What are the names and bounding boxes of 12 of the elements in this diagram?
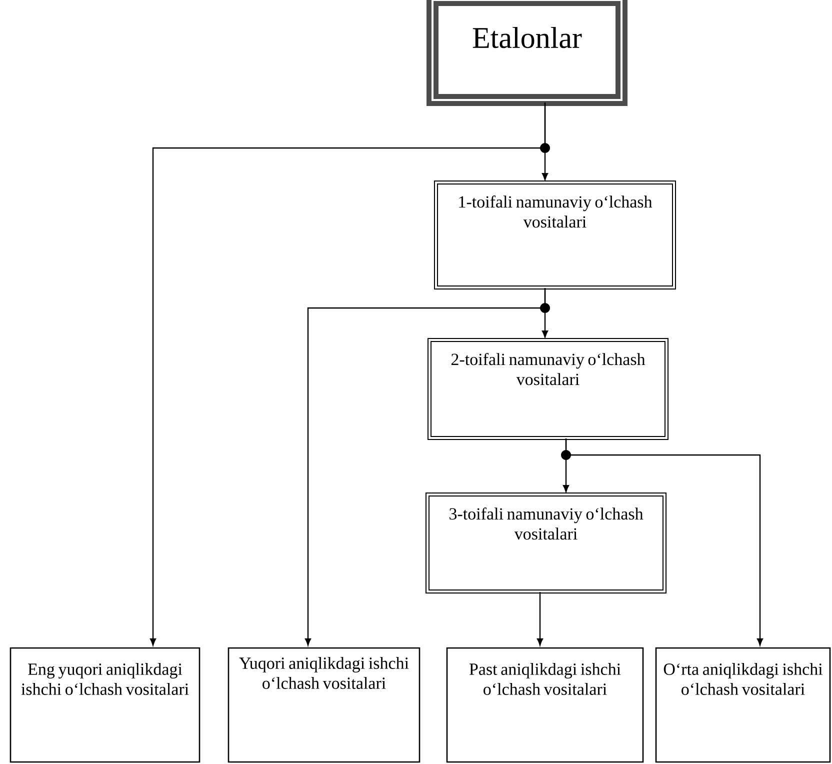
- instrument-box: Past aniqlikdagi ishchi o‘lchash vositalari: [446, 647, 644, 763]
- category-box: 2-toifali namunaviy o‘lchash vositalari: [428, 338, 668, 440]
- instrument-box: Yuqori aniqlikdagi ishchi o‘lchash vositalari: [228, 647, 420, 763]
- arrow: [304, 288, 546, 646]
- category-box: 3-toifali namunaviy o‘lchash vositalari: [426, 492, 666, 594]
- arrow: [536, 592, 544, 646]
- arrow: [565, 438, 764, 646]
- instrument-box: O‘rta aniqlikdagi ishchi o‘lchash vositalari: [655, 647, 831, 763]
- category-box: 1-toifali namunaviy o‘lchash vositalari: [434, 180, 676, 290]
- title-box: Etalonlar: [426, 0, 628, 106]
- arrow: [150, 102, 546, 646]
- instrument-box: Eng yuqori aniqlikdagi ishchi o‘lchash vositalari: [10, 647, 200, 763]
